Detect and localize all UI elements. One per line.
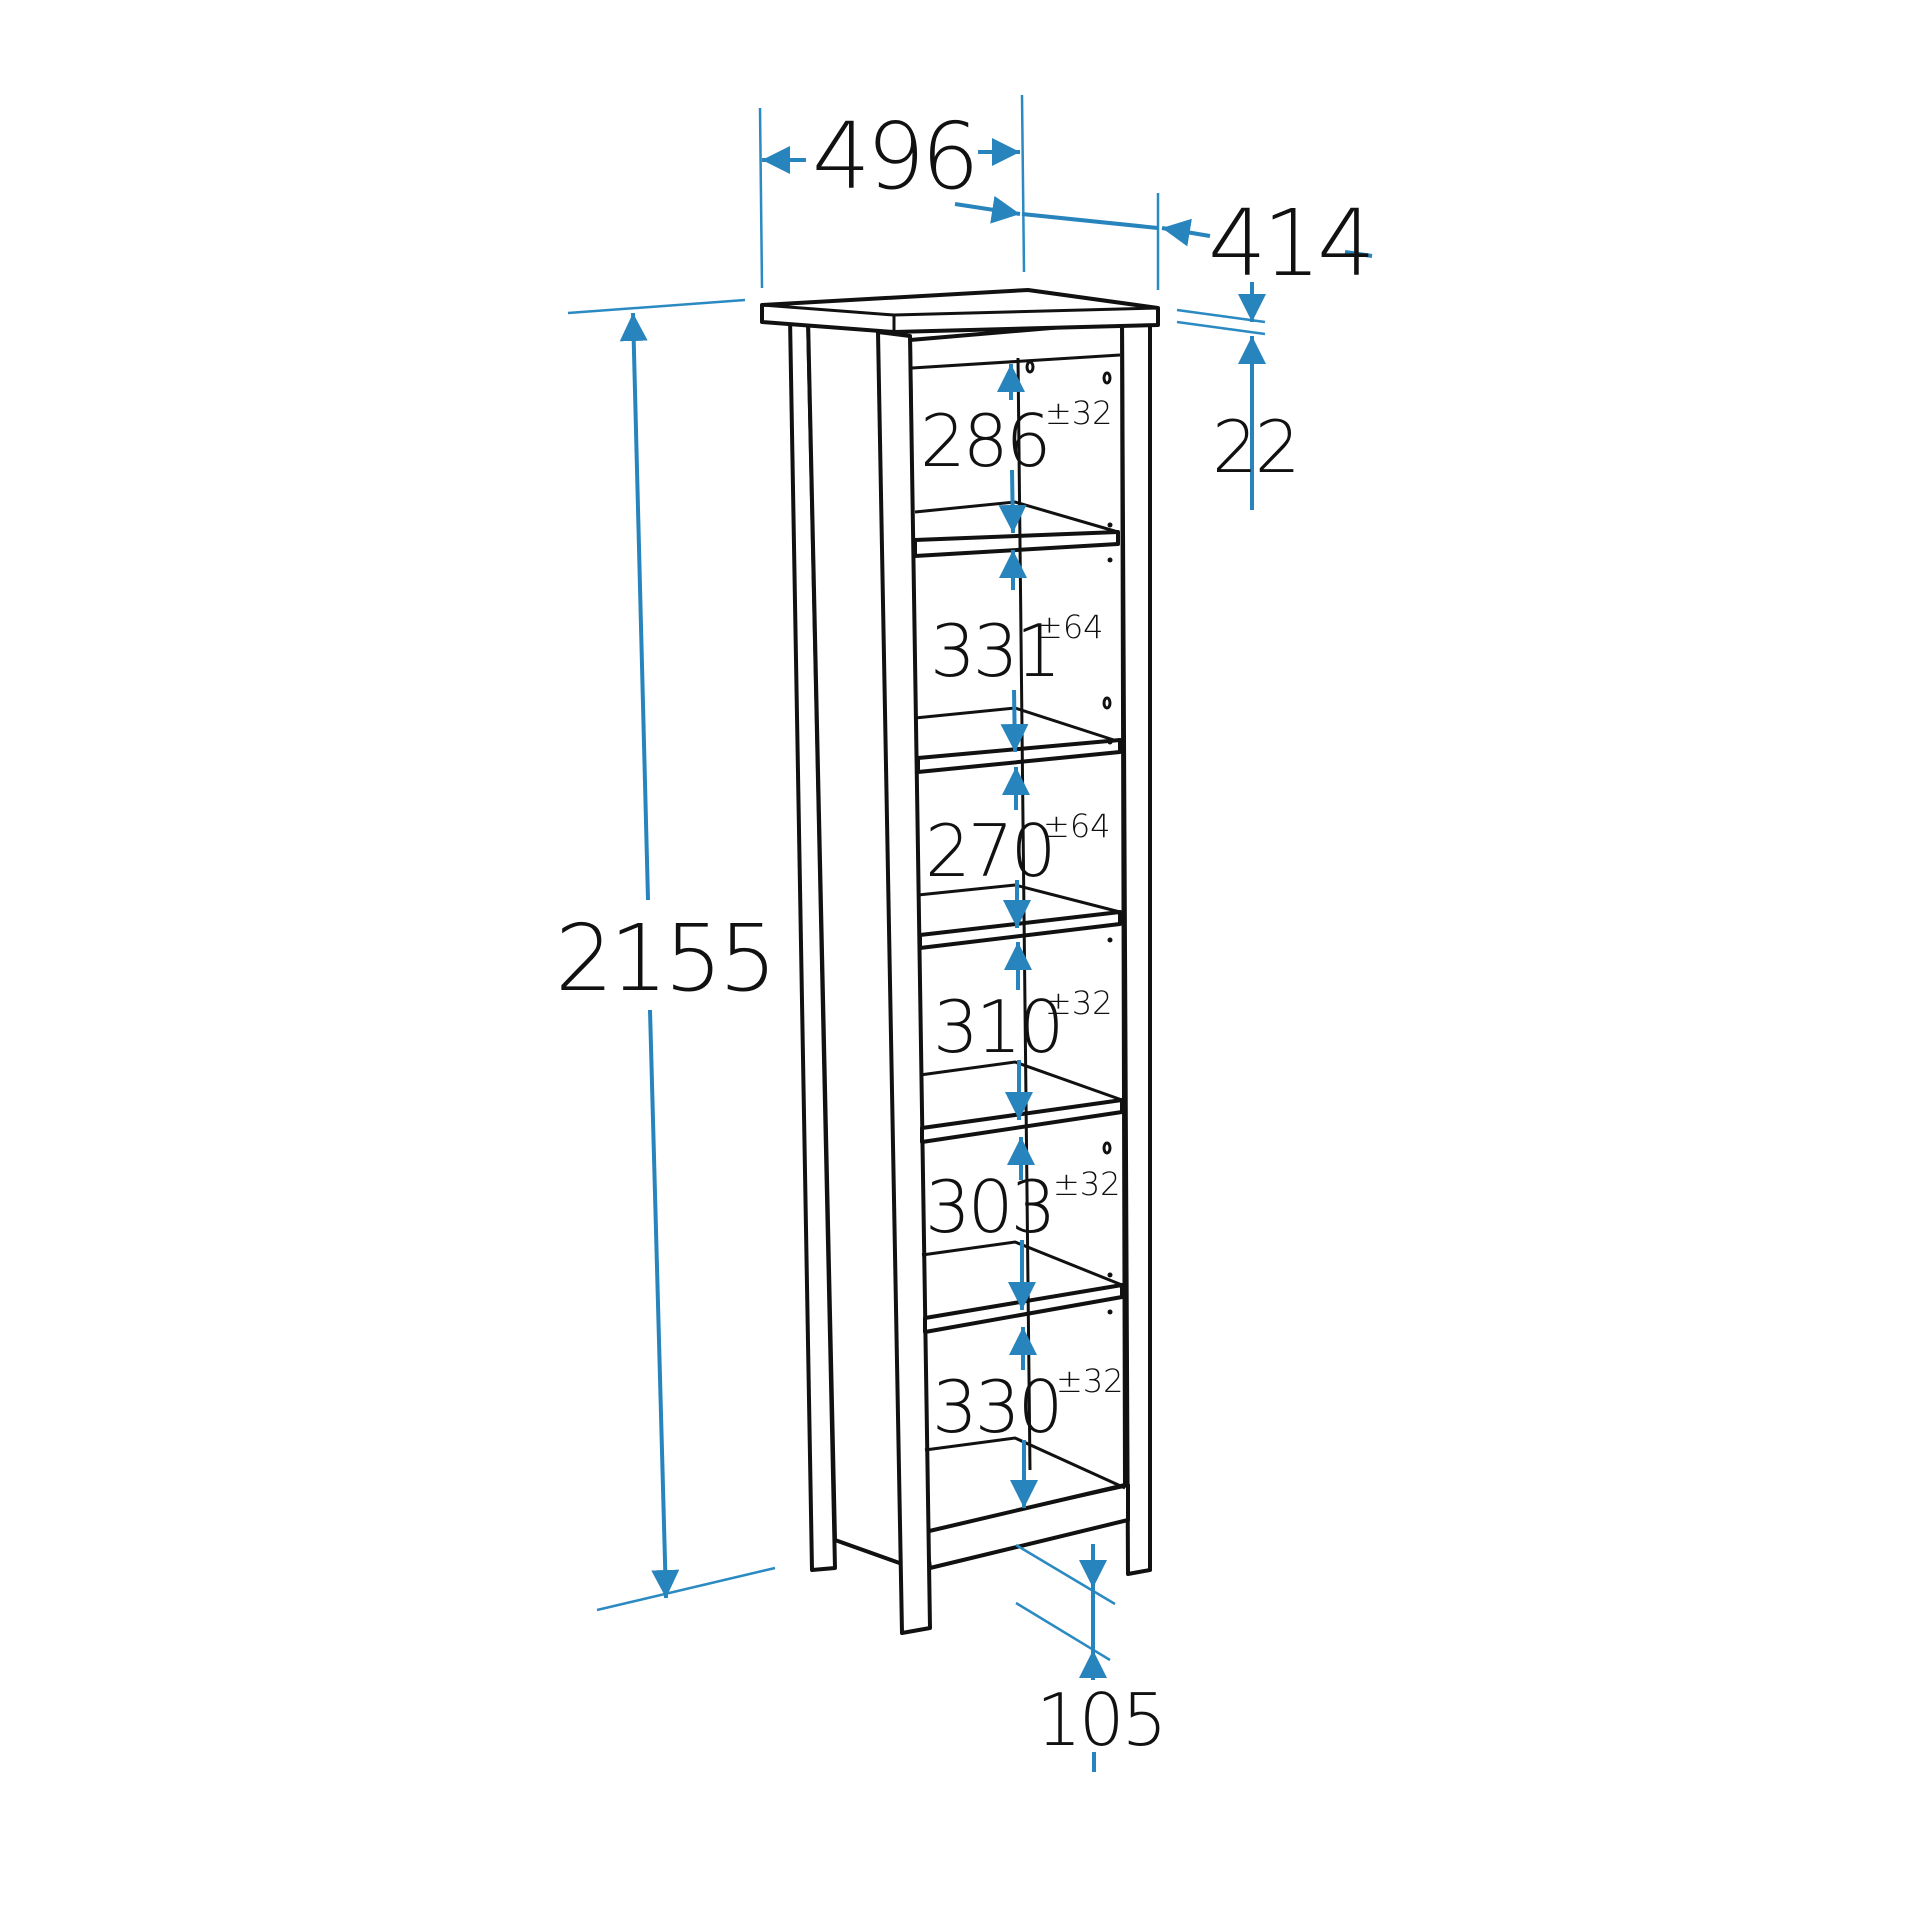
bookcase-outline bbox=[760, 288, 1160, 1635]
shelf-5-height: 303 bbox=[925, 1165, 1053, 1249]
shelf-1-tolerance: ±32 bbox=[1045, 394, 1113, 432]
shelf-6-tolerance: ±32 bbox=[1056, 1362, 1124, 1400]
shelf-3-height: 270 bbox=[925, 809, 1053, 893]
shelf-1-height: 286 bbox=[920, 399, 1048, 483]
shelf-5-tolerance: ±32 bbox=[1053, 1165, 1121, 1203]
dimension-height: 2155 bbox=[555, 298, 777, 1612]
height-label: 2155 bbox=[555, 905, 773, 1012]
dimension-top-thickness: 22 bbox=[1176, 282, 1301, 510]
shelf-4-tolerance: ±32 bbox=[1045, 984, 1113, 1022]
width-label: 496 bbox=[812, 103, 976, 210]
shelf-6-height: 330 bbox=[932, 1365, 1060, 1449]
front-left-leg bbox=[876, 330, 932, 1635]
shelf-dimensions: 286 ±32 331 ±64 270 ±64 310 ±32 303 ±32 … bbox=[920, 364, 1124, 1508]
shelf-2-tolerance: ±64 bbox=[1036, 608, 1104, 646]
depth-label: 414 bbox=[1208, 190, 1372, 297]
dimension-width: 496 bbox=[758, 94, 1026, 289]
top-thickness-label: 22 bbox=[1212, 405, 1298, 489]
peg-holes bbox=[1025, 360, 1113, 1315]
shelf-2-height: 331 bbox=[930, 609, 1058, 693]
shelf-4-height: 310 bbox=[933, 985, 1061, 1069]
top-panel bbox=[760, 288, 1160, 334]
plinth-label: 105 bbox=[1036, 1678, 1164, 1762]
shelf-3-tolerance: ±64 bbox=[1043, 807, 1111, 845]
dimension-depth: 414 bbox=[954, 190, 1376, 297]
dimension-plinth: 105 bbox=[1015, 1543, 1167, 1772]
